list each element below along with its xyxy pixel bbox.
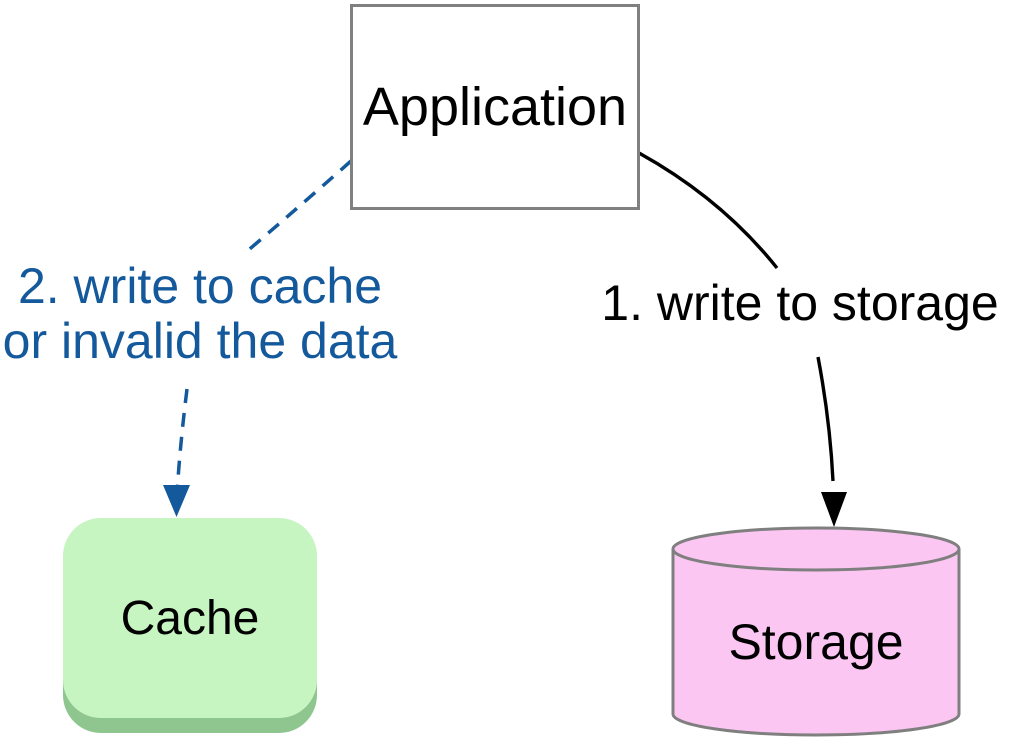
- write-to-cache-arrow: [163, 159, 353, 517]
- storage-arrowhead-icon: [821, 492, 847, 527]
- edge-label-write-to-storage: 1. write to storage: [601, 275, 999, 331]
- node-storage-label: Storage: [673, 562, 959, 722]
- node-application: Application: [350, 4, 640, 210]
- node-cache-label: Cache: [120, 591, 260, 645]
- cache-arrowhead-icon: [163, 485, 190, 517]
- write-to-storage-line-upper: [638, 151, 779, 270]
- node-application-label: Application: [362, 77, 628, 137]
- write-to-storage-line-lower: [816, 356, 835, 482]
- edge-label-write-to-cache: 2. write to cache or invalid the data: [2, 258, 398, 369]
- write-to-storage-arrow: [638, 151, 847, 527]
- write-to-cache-line-upper: [243, 159, 353, 255]
- write-to-cache-line-lower: [175, 388, 189, 495]
- storage-cylinder-top: [671, 526, 961, 572]
- storage-cylinder-body: [671, 549, 961, 737]
- node-cache: Cache: [63, 518, 317, 718]
- storage-cylinder-shape: [671, 526, 961, 737]
- node-storage-label-text: Storage: [728, 614, 904, 670]
